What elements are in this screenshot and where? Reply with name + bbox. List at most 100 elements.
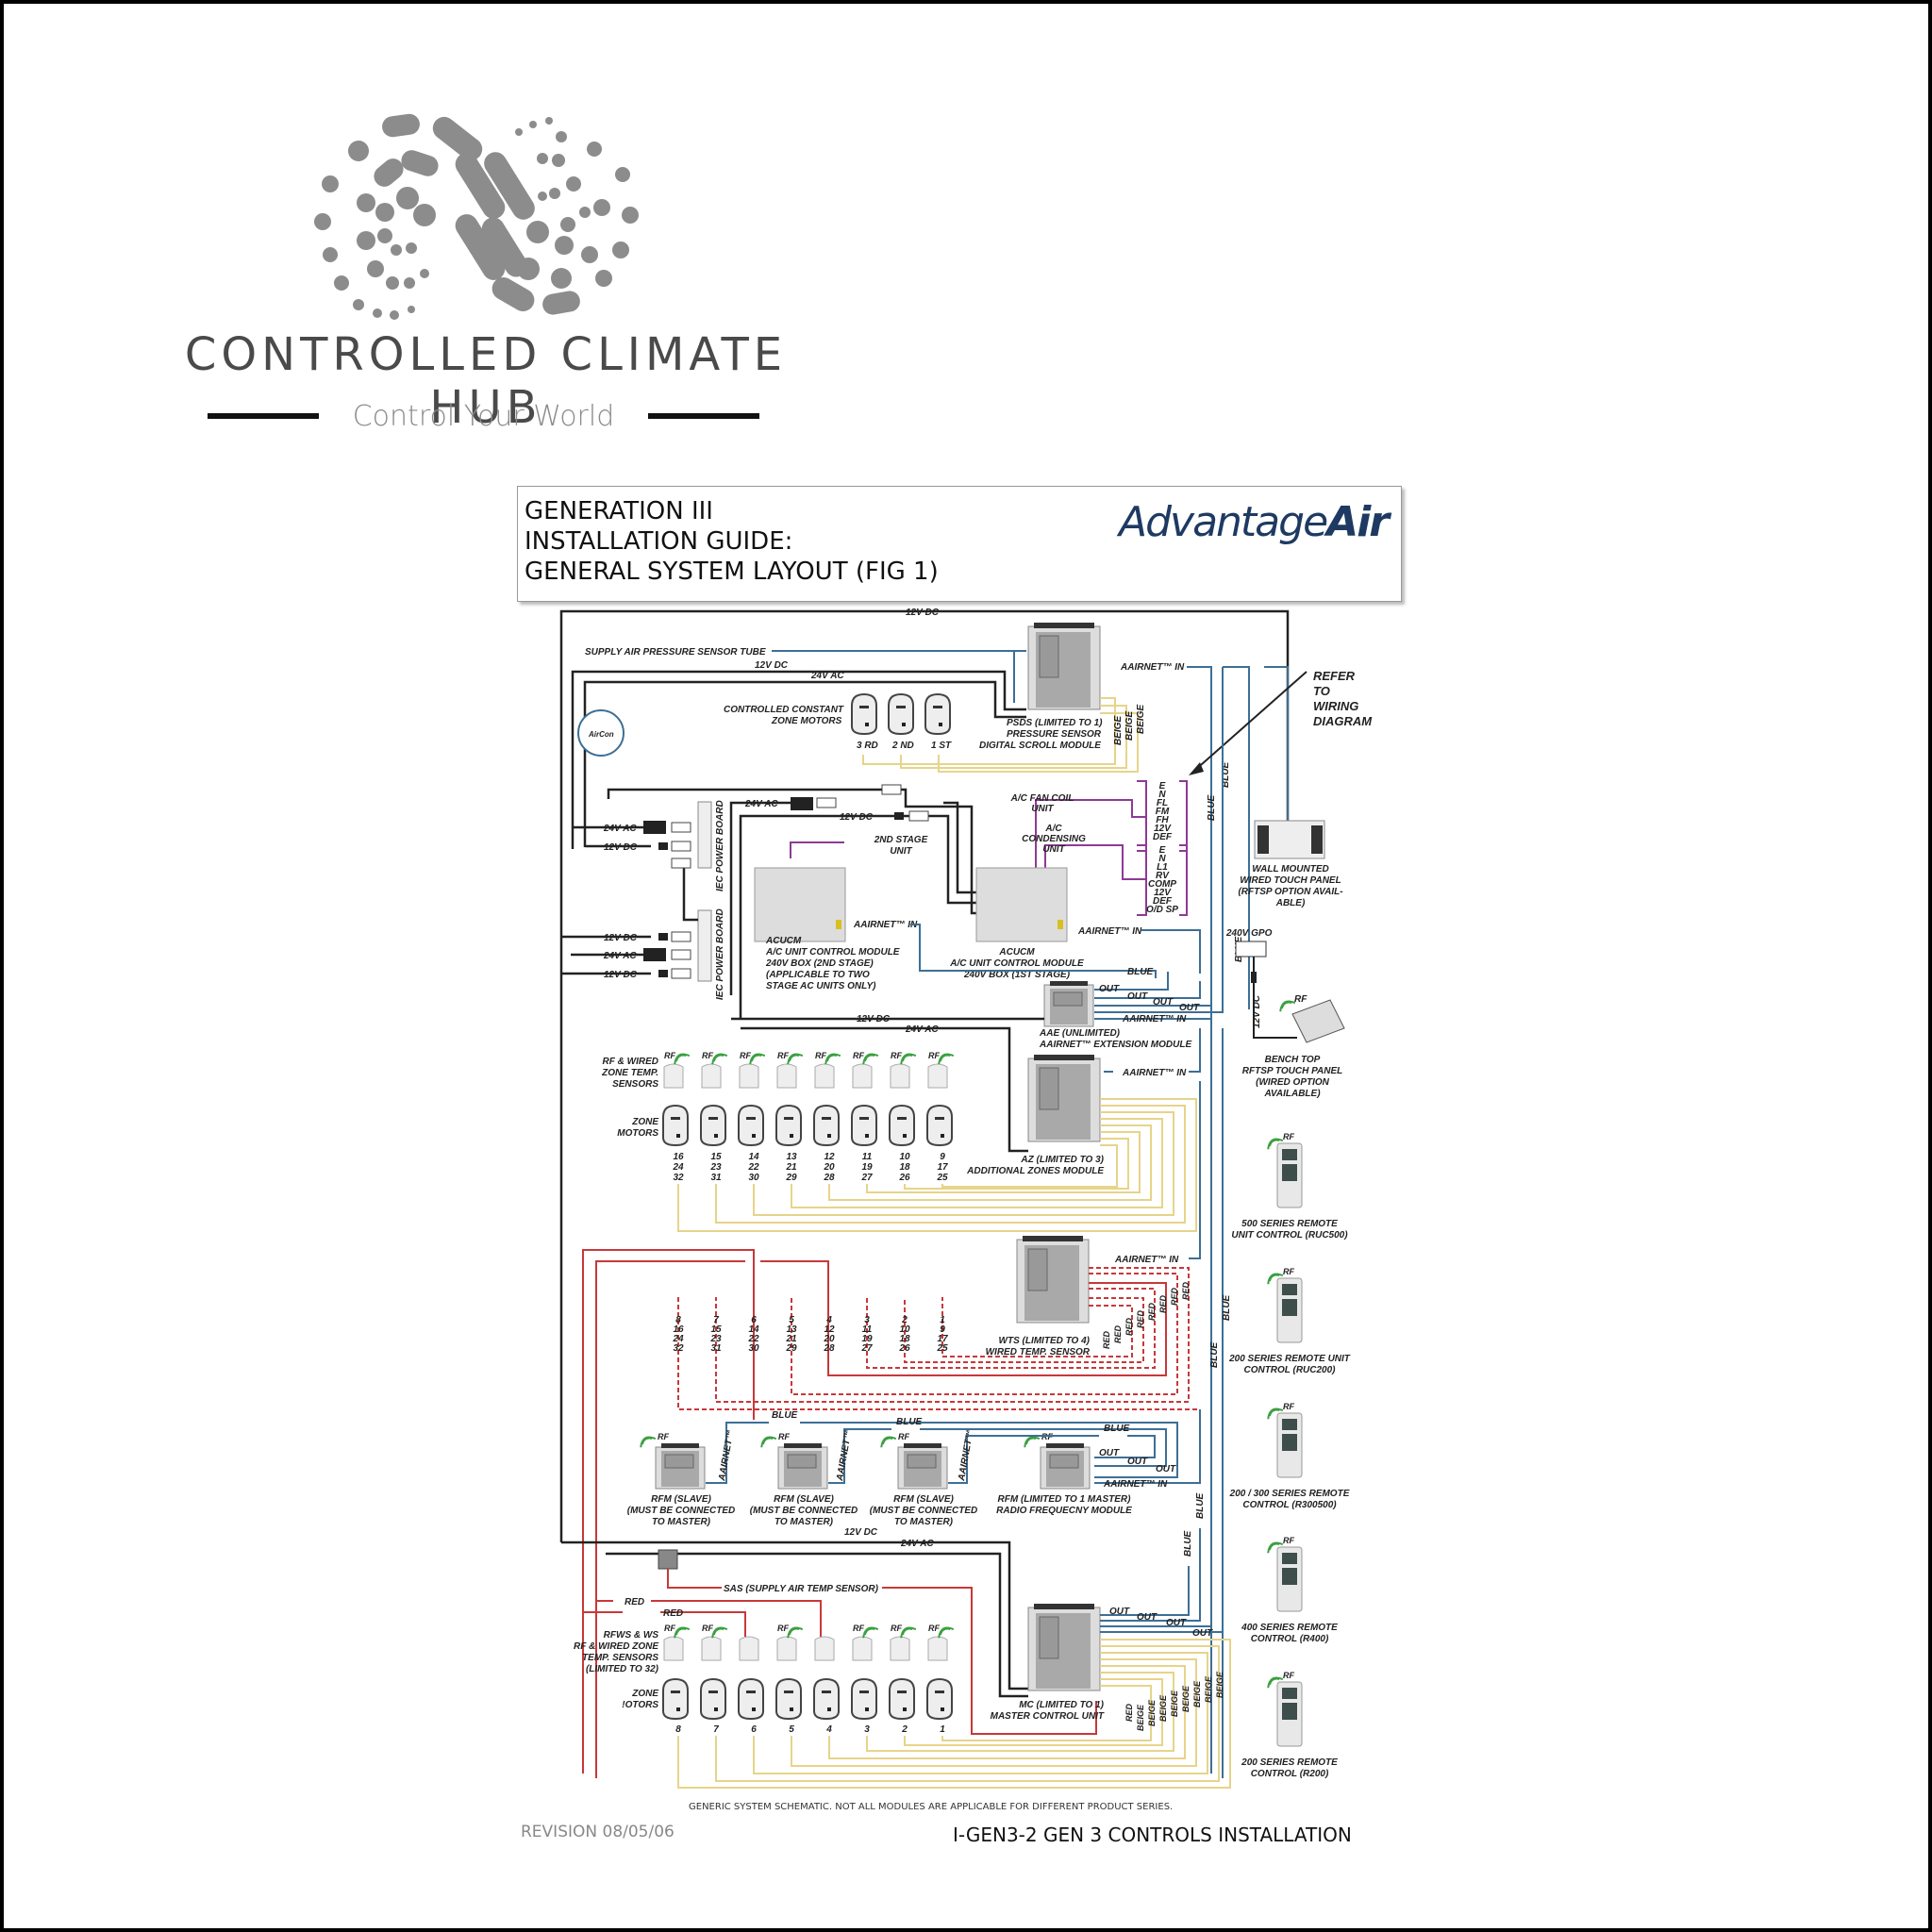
remote-rf-3: RF <box>1283 1402 1294 1411</box>
svg-text:16: 16 <box>673 1152 684 1162</box>
bench-rf-label: RF <box>1294 994 1307 1005</box>
wts-red-8: RED <box>1181 1281 1191 1300</box>
svg-text:1: 1 <box>940 1315 945 1325</box>
svg-text:5: 5 <box>789 1315 794 1325</box>
mc-red-vertical: RED <box>1124 1703 1134 1722</box>
svg-text:4: 4 <box>825 1724 832 1735</box>
psds-12v-label: 12V DC <box>755 660 789 671</box>
mc-rf-2: RF <box>702 1624 713 1633</box>
svg-text:22: 22 <box>747 1334 759 1344</box>
svg-text:26: 26 <box>898 1173 910 1183</box>
acucm2-stage-label-2: UNIT <box>890 846 912 857</box>
az-rf-8: RF <box>928 1051 940 1060</box>
az-rf-3: RF <box>740 1051 751 1060</box>
tagline-left-bar <box>208 413 319 419</box>
svg-text:22: 22 <box>747 1162 759 1173</box>
acucm2-stage-label-1: 2ND STAGE <box>874 835 928 845</box>
svg-text:3: 3 <box>864 1724 870 1735</box>
svg-text:31: 31 <box>710 1343 722 1354</box>
wts-red-5: RED <box>1147 1302 1157 1321</box>
constant-zone-motor-3rd <box>851 693 877 735</box>
tagline-row: Control Your World <box>208 399 759 433</box>
cond-term-n: N <box>1158 854 1166 864</box>
svg-text:12: 12 <box>824 1324 835 1335</box>
svg-text:12: 12 <box>824 1152 835 1162</box>
wire-label-12v-dc-top: 12V DC <box>906 608 940 618</box>
wts-label-1: WTS (LIMITED TO 4) <box>999 1336 1091 1346</box>
acucm1-aairnet-label: AAIRNET™ IN <box>1077 926 1142 937</box>
condensing-label-3: UNIT <box>1042 844 1065 855</box>
az-sensors-label-2: ZONE TEMP. <box>601 1068 658 1078</box>
document-title-box: GENERATION III INSTALLATION GUIDE: GENER… <box>517 486 1402 602</box>
svg-text:30: 30 <box>748 1173 759 1183</box>
az-motors-label-1: ZONE <box>631 1117 658 1127</box>
rfm-blue-1: BLUE <box>772 1410 798 1421</box>
rfm-row <box>637 1433 1091 1490</box>
svg-text:14: 14 <box>748 1152 759 1162</box>
tagline: Control Your World <box>352 399 615 433</box>
svg-text:20: 20 <box>823 1334 835 1344</box>
wall-panel-label-3: (RFTSP OPTION AVAIL- <box>1238 887 1343 897</box>
cond-term-comp: COMP <box>1148 879 1176 890</box>
cond-term-def: DEF <box>1153 896 1173 907</box>
rf-signal-icon <box>1276 997 1296 1013</box>
az-rf-7: RF <box>891 1051 902 1060</box>
supply-air-pressure-tube-label: SUPPLY AIR PRESSURE SENSOR TUBE <box>585 647 766 658</box>
bench-panel-label-1: BENCH TOP <box>1265 1055 1321 1065</box>
wts-module-icon <box>1016 1235 1090 1324</box>
mc-beige-2: BEIGE <box>1147 1699 1157 1726</box>
blue-bus-label-1: BLUE <box>1207 794 1217 821</box>
acucm2-label-5: STAGE AC UNITS ONLY) <box>766 981 876 991</box>
psds-aairnet-label: AAIRNET™ IN <box>1120 662 1185 673</box>
mc-beige-6: BEIGE <box>1192 1680 1202 1707</box>
constant-zone-motor-1st <box>924 693 951 735</box>
iec-top-12v: 12V DC <box>840 812 874 823</box>
bench-panel-label-4: AVAILABLE) <box>1263 1089 1321 1099</box>
constant-motors-label-1: CONTROLLED CONSTANT <box>724 705 844 715</box>
controlled-climate-hub-logo-icon <box>314 113 639 320</box>
az-rf-1: RF <box>664 1051 675 1060</box>
svg-text:1: 1 <box>940 1724 945 1735</box>
condensing-label-1: A/C <box>1044 824 1062 834</box>
rfm-rf-2: RF <box>778 1432 790 1441</box>
fan-coil-term-n: N <box>1158 790 1166 800</box>
mc-red-1: RED <box>625 1597 644 1607</box>
mc-rf-3: RF <box>777 1624 789 1633</box>
title-line-1: GENERATION III <box>525 497 713 525</box>
svg-text:13: 13 <box>786 1152 797 1162</box>
fan-coil-term-fm: FM <box>1156 807 1170 817</box>
remote-r300500-label-1: 200 / 300 SERIES REMOTE <box>1229 1489 1350 1499</box>
svg-text:3: 3 <box>864 1315 870 1325</box>
svg-text:18: 18 <box>899 1162 910 1173</box>
aae-aairnet-label: AAIRNET™ IN <box>1122 1014 1187 1024</box>
remote-r400-label-2: CONTROL (R400) <box>1251 1634 1329 1644</box>
az-rf-5: RF <box>815 1051 826 1060</box>
fan-coil-term-e: E <box>1159 781 1166 791</box>
remote-ruc200-label-2: CONTROL (RUC200) <box>1243 1365 1336 1375</box>
remote-r400-label-1: 400 SERIES REMOTE <box>1241 1623 1338 1633</box>
iec-top-24v: 24V AC <box>744 799 778 809</box>
wts-red-6: RED <box>1158 1294 1168 1313</box>
svg-text:25: 25 <box>936 1343 948 1354</box>
rfm-slave3-label-1: RFM (SLAVE) <box>893 1494 954 1505</box>
cond-term-l1: L1 <box>1157 862 1168 873</box>
rfm-blue-3: BLUE <box>1104 1424 1130 1434</box>
svg-text:31: 31 <box>710 1173 722 1183</box>
iec-lower-24v: 24V AC <box>603 951 637 961</box>
iec-lower-12v-2: 12V DC <box>604 970 638 980</box>
mc-out-1: OUT <box>1109 1607 1130 1617</box>
mc-beige-4: BEIGE <box>1170 1690 1179 1717</box>
bench-panel-label-3: (WIRED OPTION <box>1256 1077 1330 1088</box>
refer-note-3: WIRING <box>1313 699 1358 713</box>
rfm-slave1-aairnet: AAIRNET™ <box>717 1429 736 1483</box>
wall-panel-label-2: WIRED TOUCH PANEL <box>1240 875 1341 886</box>
rfm-master-aairnet: AAIRNET™ IN <box>1103 1479 1168 1490</box>
az-rf-4: RF <box>777 1051 789 1060</box>
psds-label-2: PRESSURE SENSOR <box>1007 729 1102 740</box>
svg-text:16: 16 <box>673 1324 684 1335</box>
rfm-slave1-label-3: TO MASTER) <box>652 1517 711 1527</box>
svg-text:2: 2 <box>901 1315 908 1325</box>
svg-text:7: 7 <box>713 1315 719 1325</box>
az-rf-2: RF <box>702 1051 713 1060</box>
